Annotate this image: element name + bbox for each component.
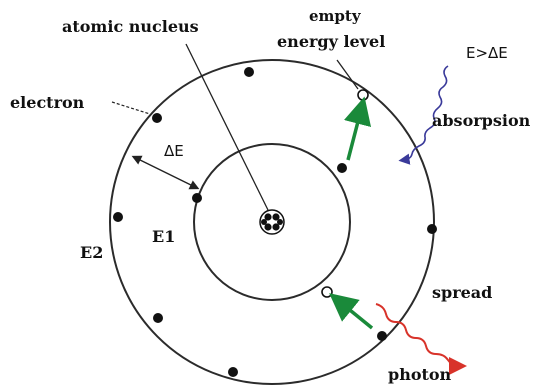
electron-pointer-line	[111, 101, 151, 115]
electron-dot	[244, 67, 254, 77]
delta-e-arrow	[131, 155, 200, 190]
empty-electron-slot	[357, 89, 369, 101]
inner-orbit-e1	[193, 143, 351, 301]
empty-level-pointer-line	[336, 59, 359, 90]
electron-dot	[337, 163, 347, 173]
electron-dot	[192, 193, 202, 203]
atomic-nucleus-label: atomic nucleus	[62, 17, 199, 36]
electron-dot	[153, 313, 163, 323]
e1-label: E1	[152, 227, 175, 246]
photon-label: photon	[388, 365, 452, 384]
delta-e-label: ΔE	[164, 142, 184, 160]
electron-dot	[377, 331, 387, 341]
e2-label: E2	[80, 243, 103, 262]
absorption-label: absorpsion	[432, 111, 531, 130]
outer-orbit-e2	[109, 59, 435, 385]
outer-electrons	[113, 67, 437, 377]
spread-label: spread	[432, 283, 492, 302]
incoming-wave-icon	[398, 65, 449, 165]
empty-level-label-line1: empty	[309, 7, 362, 25]
electron-dot	[152, 113, 162, 123]
excitation-arrow	[343, 96, 372, 161]
inner-electrons	[192, 163, 347, 298]
deexcitation-arrow	[329, 293, 374, 330]
e-greater-delta-e-label: E>ΔE	[466, 44, 508, 62]
empty-electron-slot	[321, 286, 333, 298]
electron-dot	[427, 224, 437, 234]
electron-label: electron	[10, 93, 85, 112]
nucleus-pointer-line	[185, 43, 269, 211]
outgoing-wave-icon	[375, 303, 467, 375]
empty-level-label-line2: energy level	[277, 32, 385, 51]
electron-dot	[228, 367, 238, 377]
nucleus-icon	[259, 209, 285, 235]
electron-dot	[113, 212, 123, 222]
